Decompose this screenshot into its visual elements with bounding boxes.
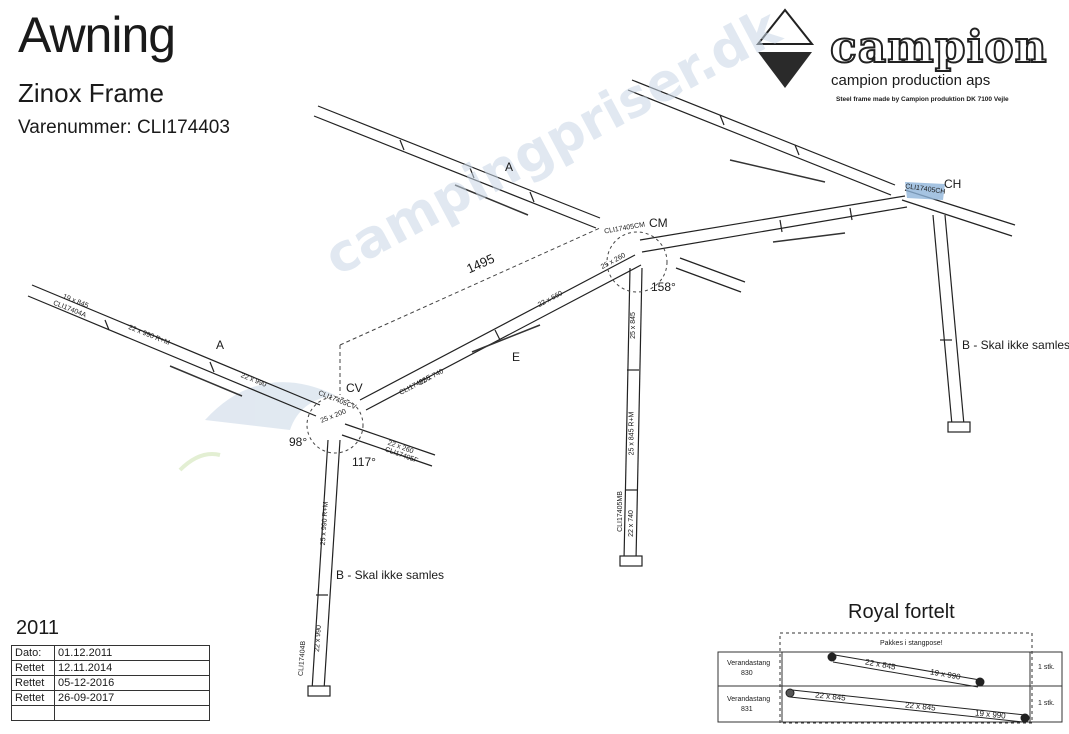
label-cm: CM [649,216,668,230]
label-angle-158: 158° [651,280,676,294]
rafter-top-right [627,79,896,196]
leg-mb [623,267,643,561]
label-angle-98: 98° [289,435,308,449]
royal-pack-outline [779,632,1033,724]
watermark-logo [178,382,335,472]
row-value: 01.12.2011 [54,645,210,661]
row-label: Rettet [11,660,55,676]
row-label [11,705,55,721]
item-number: Varenummer: CLI174403 [18,117,230,138]
royal-qty: 1 stk. [1038,700,1055,707]
pole-label: CLI17405MB [616,491,624,532]
table-row [11,705,210,721]
royal-table [717,651,1063,723]
row-value [54,705,210,721]
label-cv: CV [346,381,363,395]
rafter-a-left [27,284,321,417]
row-label: Rettet [11,690,55,706]
royal-row-name: Verandastang [727,696,771,703]
pole-label: 25 x 845 R+M [628,411,636,456]
label-b-right: B - Skal ikke samles [962,338,1069,352]
foot-plate-right [947,421,971,433]
page-title: Awning [18,7,176,63]
brand-name: campion [829,21,1048,74]
tension-rod-top-right [729,159,826,183]
tension-rod-left [169,365,243,397]
campion-logo-icon [755,8,815,88]
packed-note: Pakkes i stangpose! [880,640,943,647]
cm-stub-right [675,257,746,293]
leg-b-right [932,214,965,426]
label-angle-117: 117° [352,455,376,469]
brand-note: Steel frame made by Campion produktion D… [836,96,1009,103]
royal-title: Royal fortelt [848,601,955,623]
royal-row-name: Verandastang [727,660,771,667]
pole-label: 22 x 740 [627,510,635,537]
pole-f [341,423,436,467]
label-ch: CH [944,177,962,191]
royal-qty: 1 stk. [1038,664,1055,671]
ridge-pole-cm-ch [639,195,908,253]
tension-rod-e [471,324,541,353]
angle-arc-cv [306,396,364,454]
label-a-left: A [216,338,225,352]
row-label: Dato: [11,645,55,661]
royal-row-code: 830 [741,670,753,677]
royal-row-code: 831 [741,706,753,713]
angle-arc-158 [606,231,668,293]
row-value: 26-09-2017 [54,690,210,706]
brand-tagline: campion production aps [831,72,991,89]
pole-e [359,254,642,411]
foot-plate-left [307,685,331,697]
dimension-1495 [339,227,601,395]
label-b-left: B - Skal ikke samles [336,568,445,582]
table-row: Dato:01.12.2011 [11,645,210,661]
leg-b-left [311,439,341,691]
rafter-a-top [313,105,601,229]
foot-plate-middle [619,555,643,567]
tension-rod-right [772,232,846,243]
year-label: 2011 [16,617,60,639]
row-value: 05-12-2016 [54,675,210,691]
label-e: E [512,350,521,364]
row-value: 12.11.2014 [54,660,210,676]
tension-rod-top [454,184,529,216]
row-label: Rettet [11,675,55,691]
page-subtitle: Zinox Frame [18,78,164,108]
ch-highlight [905,182,945,200]
pole-label: 25 x 845 [629,312,637,339]
label-a-top: A [505,160,514,174]
